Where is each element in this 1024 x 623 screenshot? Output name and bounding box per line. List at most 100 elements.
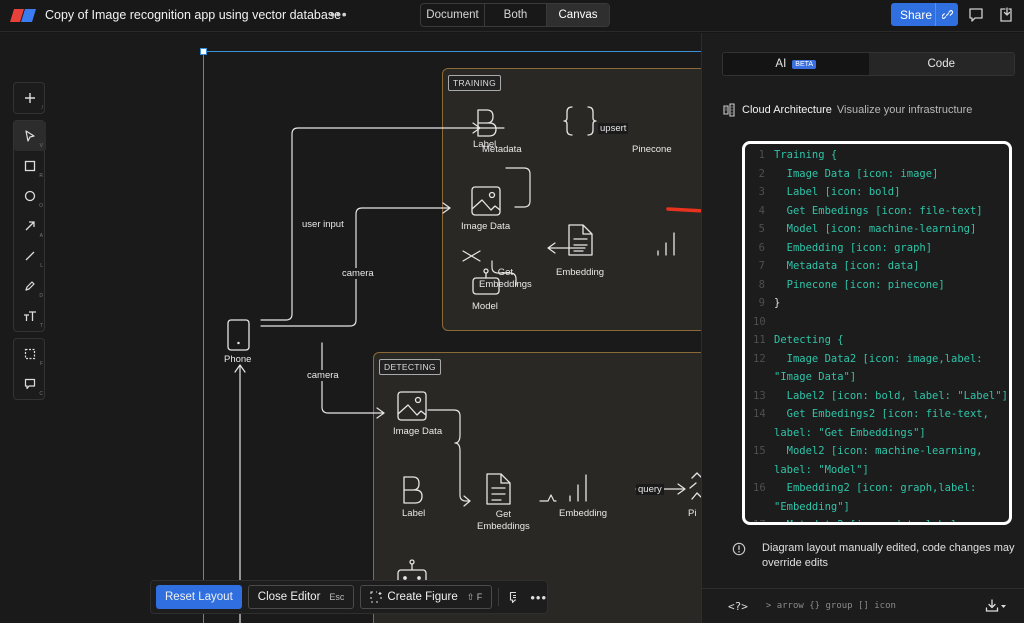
file-text-icon[interactable] <box>568 224 593 256</box>
document-title[interactable]: Copy of Image recognition app using vect… <box>45 8 342 22</box>
copy-link-icon[interactable] <box>935 3 958 26</box>
node-pinecone-2[interactable]: Pi <box>688 508 697 519</box>
rectangle-tool[interactable]: R <box>14 151 46 181</box>
reset-layout-button[interactable]: Reset Layout <box>156 585 242 609</box>
selection-handle[interactable] <box>200 48 207 55</box>
edge-camera-1[interactable] <box>260 207 451 327</box>
edge-label-camera-1[interactable]: camera <box>340 268 376 279</box>
file-text-icon-2[interactable] <box>486 473 511 505</box>
code-text: Label [icon: bold] <box>774 186 901 198</box>
image-icon-2[interactable] <box>397 391 427 421</box>
panel-tabs: AI BETA Code <box>722 52 1015 76</box>
edge-label-camera-2[interactable]: camera <box>305 370 341 381</box>
code-text: Get Embedings2 [icon: file-text, <box>774 408 989 420</box>
export-icon[interactable] <box>998 7 1014 23</box>
comment-icon[interactable] <box>509 591 517 604</box>
download-icon[interactable] <box>985 599 1007 613</box>
training-group[interactable]: TRAINING <box>442 68 701 331</box>
node-pinecone[interactable]: Pinecone <box>632 144 672 155</box>
view-both-button[interactable]: Both <box>485 4 547 26</box>
data-icon[interactable] <box>563 106 573 136</box>
add-tool[interactable]: / <box>14 83 46 113</box>
node-label-2[interactable]: Label <box>402 508 426 519</box>
edge-label-upsert[interactable]: upsert <box>598 123 629 134</box>
code-text: Model [icon: machine-learning] <box>774 223 977 235</box>
view-canvas-button[interactable]: Canvas <box>547 4 609 26</box>
canvas-toolbar: / V R O A L <box>13 82 46 406</box>
node-image-data-2[interactable]: Image Data <box>393 426 443 437</box>
detecting-group-tag: DETECTING <box>379 359 441 375</box>
image-icon[interactable] <box>471 186 501 216</box>
view-document-button[interactable]: Document <box>421 4 485 26</box>
line-tool[interactable]: L <box>14 241 46 271</box>
code-text: Metadata [icon: data] <box>774 260 920 272</box>
text-icon <box>24 311 36 321</box>
edge-user-input[interactable] <box>260 127 481 321</box>
phone-icon[interactable] <box>227 319 250 351</box>
diagram-type-subtitle: Visualize your infrastructure <box>836 104 973 116</box>
tool-key: A <box>39 233 43 239</box>
diagram-edges <box>227 106 701 623</box>
tab-ai[interactable]: AI BETA <box>723 53 869 75</box>
close-editor-label: Close Editor <box>257 591 321 603</box>
select-tool[interactable]: V <box>14 121 46 151</box>
line-number: 1 <box>758 149 765 161</box>
pencil-tool[interactable]: D <box>14 271 46 301</box>
tab-ai-label: AI <box>775 58 787 70</box>
tool-key: C <box>39 391 43 397</box>
bold-icon[interactable] <box>477 109 497 137</box>
create-figure-shortcut: ⇧ F <box>466 591 483 602</box>
node-phone[interactable]: Phone <box>224 354 252 365</box>
code-text: "Embedding"] <box>774 500 850 513</box>
node-embedding[interactable]: Embedding <box>556 267 605 278</box>
app-logo-icon[interactable] <box>10 9 36 22</box>
ellipse-tool[interactable]: O <box>14 181 46 211</box>
frame-tool[interactable]: F <box>14 339 46 369</box>
more-actions-icon[interactable]: ••• <box>530 589 547 605</box>
diagram-type-selector[interactable]: Cloud Architecture Visualize your infras… <box>722 103 972 117</box>
tool-key: V <box>39 143 43 149</box>
syntax-help-icon[interactable]: <?> <box>728 599 748 613</box>
line-number: 3 <box>758 186 765 198</box>
more-options-icon[interactable]: ••• <box>330 6 348 22</box>
pencil-icon <box>25 281 35 291</box>
plus-icon <box>25 93 35 103</box>
code-text: "Image Data"] <box>774 371 857 383</box>
comments-icon[interactable] <box>968 7 984 23</box>
pinecone-icon-2[interactable] <box>689 472 701 500</box>
comment-tool[interactable]: C <box>14 369 46 399</box>
create-figure-button[interactable]: Create Figure ⇧ F <box>360 585 493 609</box>
layout-notice-text: Diagram layout manually edited, code cha… <box>762 542 1015 569</box>
line-number: 13 <box>753 389 766 402</box>
selection-frame <box>203 51 701 623</box>
edge-label-query[interactable]: query <box>636 484 664 495</box>
diagram-canvas[interactable]: / V R O A L <box>0 33 701 623</box>
node-get-embeddings[interactable]: Get Embeddings <box>479 267 532 290</box>
edge-label-user-input[interactable]: user input <box>300 219 346 230</box>
arrow-icon <box>25 221 35 231</box>
tool-key: D <box>39 293 43 299</box>
node-model[interactable]: Model <box>472 301 498 312</box>
node-get-embeddings-2[interactable]: Get Embeddings <box>477 509 530 532</box>
line-number: 16 <box>753 482 766 494</box>
bold-icon-2[interactable] <box>403 476 423 504</box>
graph-icon-2[interactable] <box>569 474 587 502</box>
line-number: 12 <box>753 352 766 365</box>
edge-camera-2[interactable] <box>321 342 385 414</box>
share-button[interactable]: Share <box>891 3 958 26</box>
node-image-data[interactable]: Image Data <box>461 221 511 232</box>
node-embedding-2[interactable]: Embedding <box>559 508 608 519</box>
graph-icon[interactable] <box>657 232 675 256</box>
node-metadata[interactable]: Metadata <box>482 144 522 155</box>
tab-code[interactable]: Code <box>868 53 1014 75</box>
cloud-architecture-icon <box>723 103 735 117</box>
arrow-tool[interactable]: A <box>14 211 46 241</box>
close-editor-button[interactable]: Close Editor Esc <box>247 585 355 609</box>
panel-footer: <?> > arrow {} group [] icon <box>702 588 1024 623</box>
node-label[interactable]: Label <box>473 139 497 150</box>
text-tool[interactable]: T <box>14 301 46 331</box>
code-text: Image Data2 [icon: image,label: <box>774 352 983 365</box>
training-group-tag: TRAINING <box>448 75 502 91</box>
code-text: Embedding2 [icon: graph,label: <box>774 482 977 494</box>
